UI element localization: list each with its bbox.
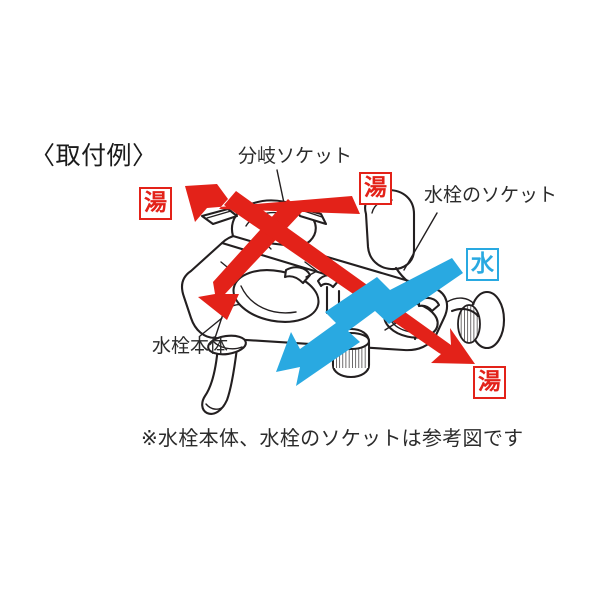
- temperature-handle: [232, 266, 320, 323]
- hot-water-arrow-lower-right: [224, 191, 475, 364]
- hot-water-marker-top: 湯: [359, 172, 392, 205]
- hot-water-marker-right: 湯: [473, 366, 506, 399]
- label-faucet-body: 水栓本体: [152, 335, 229, 357]
- leader-faucet-body: [199, 317, 223, 337]
- right-end-cap: [446, 290, 506, 350]
- hot-water-arrow-upper-left: [185, 184, 360, 222]
- caption-note: ※水栓本体、水栓のソケットは参考図です: [141, 426, 524, 450]
- leader-faucet-socket: [403, 212, 438, 271]
- spout: [201, 334, 247, 415]
- cold-water-marker: 水: [466, 248, 499, 281]
- page-title: 〈取付例〉: [30, 141, 158, 170]
- hot-water-marker-left: 湯: [139, 187, 172, 220]
- label-branch-socket: 分岐ソケット: [238, 145, 353, 167]
- label-faucet-socket: 水栓のソケット: [424, 184, 558, 206]
- cold-water-arrow: [276, 258, 463, 386]
